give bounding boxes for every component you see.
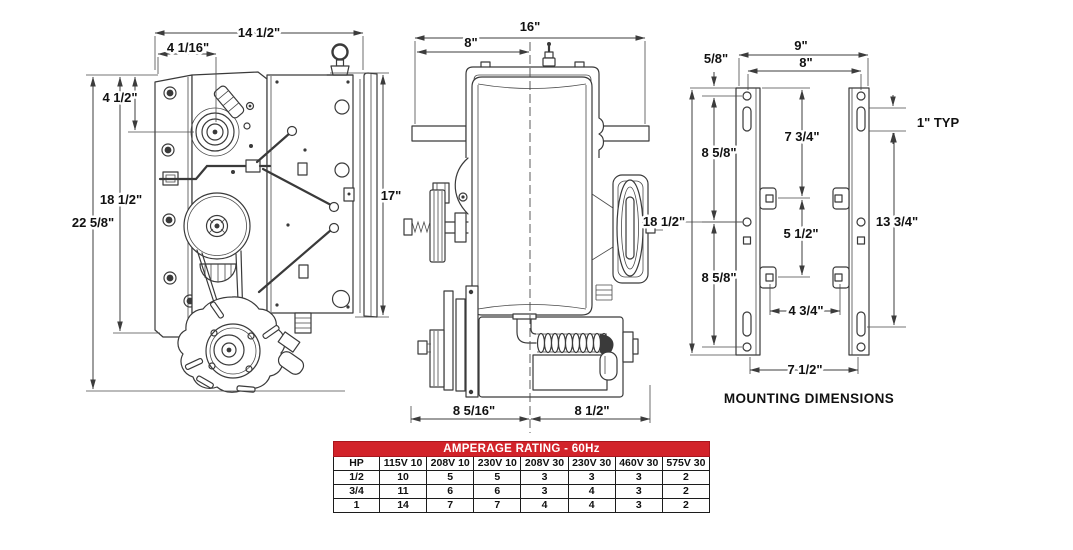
table-row: 3/4 11 6 6 3 4 3 2 xyxy=(333,484,711,499)
dim-hole-span-width: 8" xyxy=(799,55,812,70)
dim-mount-width: 9" xyxy=(794,38,807,53)
col-header-hp: HP xyxy=(333,456,380,471)
col-header-575v-3ph: 575V 30 xyxy=(661,456,711,471)
cell: 3 xyxy=(520,470,569,485)
capacitor xyxy=(277,351,305,375)
dim-shaft-drop: 4 1/2" xyxy=(102,90,137,105)
cell: 14 xyxy=(378,498,428,513)
knockout-hole xyxy=(334,162,350,178)
cell: 2 xyxy=(661,470,711,485)
cell: 7 xyxy=(426,498,475,513)
amperage-table-title-row: AMPERAGE RATING - 60Hz xyxy=(333,441,710,457)
front-view-dimensions: 14 1/2" 4 1/16" 4 1/2" 18 1/2" 22 5/8" 1… xyxy=(69,23,404,392)
dim-right-depth: 8 1/2" xyxy=(574,403,609,418)
cell: 3 xyxy=(520,484,569,499)
side-view-dimensions: 16" 8" 8 5/16" 8 1/2" xyxy=(410,17,651,423)
dim-upper-hole-span: 8 5/8" xyxy=(701,145,736,160)
cell: 4 xyxy=(567,484,616,499)
motor-pulley-side xyxy=(417,285,479,398)
cell: 4 xyxy=(520,498,569,513)
cell: 2 xyxy=(661,484,711,499)
cell: 3/4 xyxy=(333,484,380,499)
cell: 3 xyxy=(614,498,663,513)
mounting-dimensions: 5/8" 9" 8" 18 1/2" 8 5/8" 8 5/8" 7 3/4" … xyxy=(640,36,962,380)
amperage-table: AMPERAGE RATING - 60Hz HP 115V 10 208V 1… xyxy=(333,441,711,513)
cell: 11 xyxy=(378,484,428,499)
cell: 3 xyxy=(567,470,616,485)
dim-slot-note: 1" TYP xyxy=(917,115,960,130)
cell: 5 xyxy=(426,470,475,485)
dim-bottom-span: 7 1/2" xyxy=(787,362,822,377)
mounting-caption: MOUNTING DIMENSIONS xyxy=(724,391,894,406)
mounting-view-drawing: 5/8" 9" 8" 18 1/2" 8 5/8" 8 5/8" 7 3/4" … xyxy=(640,36,962,409)
cell: 1 xyxy=(333,498,380,513)
dim-left-depth: 8 5/16" xyxy=(453,403,495,418)
knockout-hole xyxy=(334,99,350,115)
dim-side-width: 16" xyxy=(520,19,541,34)
gear-housing xyxy=(471,76,593,316)
cell: 5 xyxy=(473,470,522,485)
cell: 4 xyxy=(567,498,616,513)
dim-tab-spacing: 5 1/2" xyxy=(783,226,818,241)
right-bracket xyxy=(832,87,870,356)
cell: 3 xyxy=(614,484,663,499)
dim-top-to-tab: 7 3/4" xyxy=(784,129,819,144)
cell: 6 xyxy=(426,484,475,499)
front-view-drawing: 14 1/2" 4 1/16" 4 1/2" 18 1/2" 22 5/8" 1… xyxy=(69,23,404,393)
motor xyxy=(177,296,286,393)
cell: 1/2 xyxy=(333,470,380,485)
dim-overall-height: 22 5/8" xyxy=(72,215,114,230)
dim-tab-span: 4 3/4" xyxy=(788,303,823,318)
col-header-208v-1ph: 208V 10 xyxy=(426,456,475,471)
knockout-hole xyxy=(331,289,351,309)
amperage-table-header-row: HP 115V 10 208V 10 230V 10 208V 30 230V … xyxy=(333,456,711,471)
dim-lower-hole-span: 8 5/8" xyxy=(701,270,736,285)
drive-pulley xyxy=(183,192,251,260)
v-pulley-side xyxy=(403,189,469,263)
table-row: 1/2 10 5 5 3 3 3 2 xyxy=(333,470,711,485)
col-header-230v-3ph: 230V 30 xyxy=(567,456,616,471)
cell: 6 xyxy=(473,484,522,499)
v-belt xyxy=(196,249,244,327)
fan-guard xyxy=(199,263,237,283)
chain-sheave xyxy=(591,174,663,301)
col-header-460v-3ph: 460V 30 xyxy=(614,456,663,471)
dim-bracket-height: 18 1/2" xyxy=(643,214,685,229)
dim-center-offset: 8" xyxy=(464,35,477,50)
col-header-208v-3ph: 208V 30 xyxy=(520,456,569,471)
dim-edge-to-hole: 5/8" xyxy=(704,51,728,66)
dim-slot-to-slot: 13 3/4" xyxy=(876,214,918,229)
dim-plate-height: 18 1/2" xyxy=(100,192,142,207)
amperage-table-title: AMPERAGE RATING - 60Hz xyxy=(333,441,710,457)
flange-bolts xyxy=(161,86,197,308)
dim-box-height: 17" xyxy=(381,188,402,203)
cell: 7 xyxy=(473,498,522,513)
table-row: 1 14 7 7 4 4 3 2 xyxy=(333,498,711,513)
side-flange xyxy=(363,72,378,318)
eye-bolt xyxy=(326,43,354,76)
top-bolt xyxy=(542,42,556,67)
col-header-230v-1ph: 230V 10 xyxy=(473,456,522,471)
dim-overall-width: 14 1/2" xyxy=(238,25,280,40)
coupler xyxy=(213,85,245,119)
door-arm xyxy=(454,157,469,215)
cell: 10 xyxy=(378,470,428,485)
conduit-fittings xyxy=(277,312,312,353)
side-view-drawing: 16" 8" 8 5/16" 8 1/2" xyxy=(403,17,663,433)
cell: 3 xyxy=(614,470,663,485)
flex-conduit xyxy=(512,313,618,381)
col-header-115v-1ph: 115V 10 xyxy=(378,456,428,471)
dim-shaft-offset: 4 1/16" xyxy=(167,40,209,55)
release-linkage xyxy=(158,125,340,294)
cell: 2 xyxy=(661,498,711,513)
